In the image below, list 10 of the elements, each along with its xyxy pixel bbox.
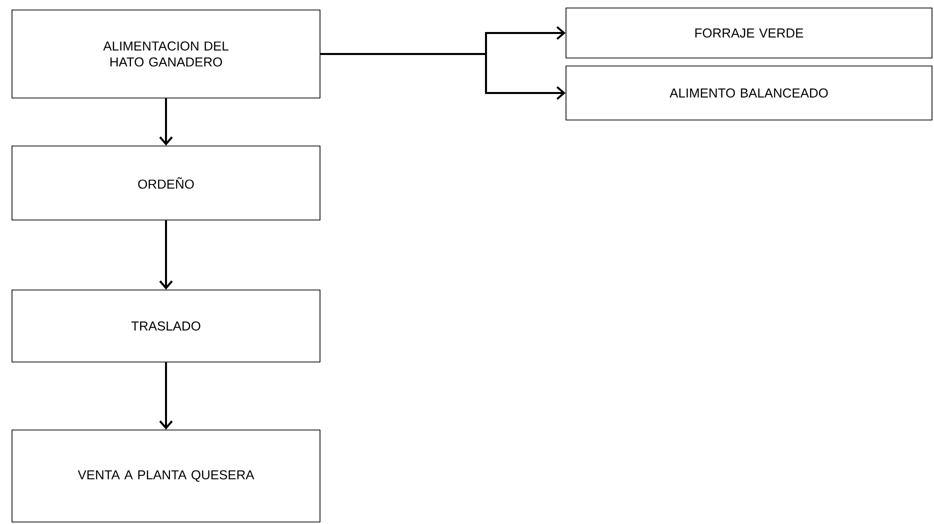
process-box: ALIMENTO BALANCEADO (566, 66, 932, 120)
arrow (320, 53, 566, 100)
process-box: ORDEÑO (12, 146, 320, 220)
arrow (159, 98, 173, 146)
arrow (159, 362, 173, 430)
process-box: TRASLADO (12, 290, 320, 362)
process-box: ALIMENTACION DEL HATO GANADERO (12, 10, 320, 98)
arrow (159, 220, 173, 290)
process-box: FORRAJE VERDE (566, 8, 932, 58)
process-box: VENTA A PLANTA QUESERA (12, 430, 320, 522)
